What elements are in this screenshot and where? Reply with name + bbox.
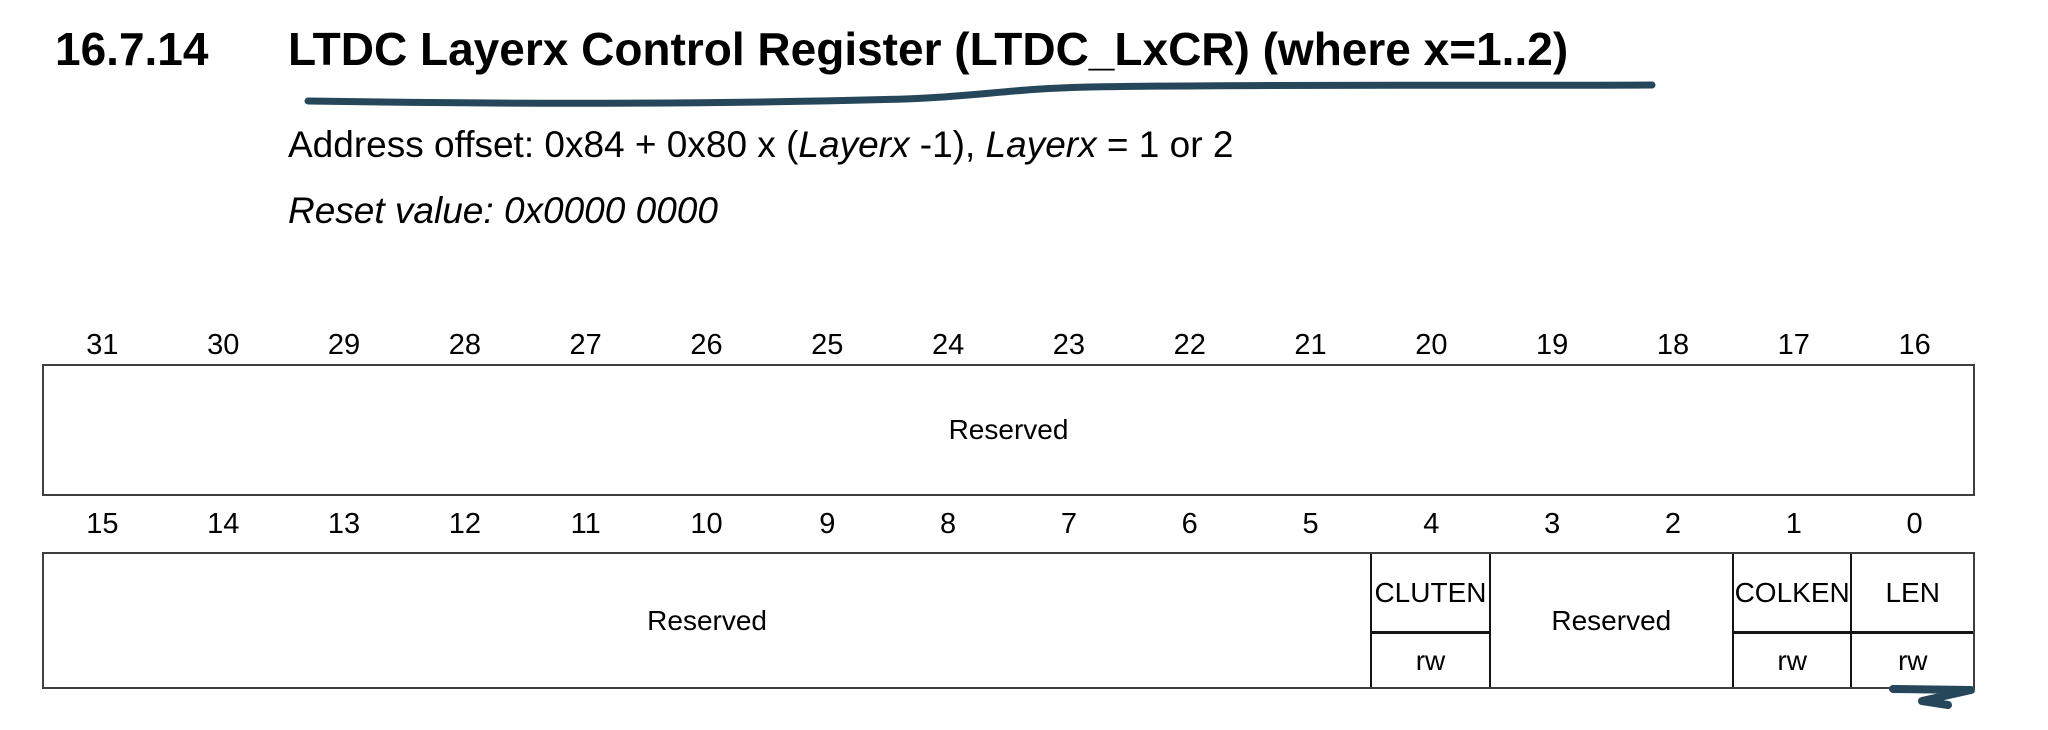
bit-number: 26 bbox=[690, 328, 723, 361]
corner-squiggle-stroke bbox=[1889, 685, 1975, 709]
register-high-box: Reserved bbox=[42, 364, 1975, 496]
field-len-access: rw bbox=[1897, 644, 1928, 676]
section-number: 16.7.14 bbox=[55, 23, 209, 75]
address-offset-italic-layerx-2: Layerx bbox=[985, 124, 1097, 165]
bit-number: 29 bbox=[327, 328, 361, 361]
field-len: LEN bbox=[1852, 554, 1973, 634]
address-offset-italic-layerx-1: Layerx bbox=[798, 124, 910, 165]
bit-number: 7 bbox=[1060, 507, 1077, 540]
reset-value-line: Reset value: 0x0000 0000 bbox=[288, 190, 718, 231]
field-colken: COLKEN bbox=[1731, 554, 1853, 634]
register-diagram: 31 30 29 28 27 26 25 24 23 22 21 20 19 1… bbox=[42, 326, 1975, 689]
bit-number: 13 bbox=[327, 507, 361, 540]
field-reserved-31-16: Reserved bbox=[948, 414, 1069, 445]
field-reserved-3-2: Reserved bbox=[1551, 604, 1672, 636]
bit-number: 2 bbox=[1664, 507, 1682, 540]
bit-number: 0 bbox=[1906, 507, 1923, 540]
bit-number: 11 bbox=[570, 507, 601, 540]
field-cluten: CLUTEN bbox=[1370, 554, 1491, 634]
bit-number: 24 bbox=[931, 328, 965, 361]
bit-number: 12 bbox=[448, 507, 481, 540]
bit-number: 4 bbox=[1423, 507, 1440, 540]
address-offset-text-middle: -1), bbox=[909, 124, 986, 165]
bit-number: 19 bbox=[1536, 328, 1569, 361]
bit-number: 14 bbox=[207, 507, 240, 540]
bit-number: 25 bbox=[811, 328, 844, 361]
bit-number: 10 bbox=[690, 507, 723, 540]
bit-number: 20 bbox=[1415, 328, 1448, 361]
bit-number: 3 bbox=[1544, 507, 1561, 540]
bit-number: 22 bbox=[1173, 328, 1206, 361]
title-underline-stroke bbox=[304, 81, 1656, 107]
bit-number: 15 bbox=[86, 507, 119, 540]
address-offset-text: Address offset: 0x84 + 0x80 x ( bbox=[288, 124, 799, 165]
bit-number: 8 bbox=[940, 507, 957, 540]
address-offset-text-after: = 1 or 2 bbox=[1096, 124, 1234, 165]
field-colken-access: rw bbox=[1731, 634, 1853, 687]
bit-number: 17 bbox=[1777, 328, 1810, 361]
bit-number: 27 bbox=[569, 328, 602, 361]
bit-number: 30 bbox=[207, 328, 240, 361]
bit-number: 1 bbox=[1785, 507, 1802, 540]
bit-number: 31 bbox=[86, 328, 119, 361]
bit-number: 6 bbox=[1181, 507, 1198, 540]
field-reserved-15-5: Reserved bbox=[647, 604, 768, 636]
bit-number: 21 bbox=[1294, 328, 1327, 361]
bit-number: 5 bbox=[1302, 507, 1319, 540]
bit-number-row-high: 31 30 29 28 27 26 25 24 23 22 21 20 19 1… bbox=[42, 326, 1975, 364]
field-cluten-access: rw bbox=[1370, 634, 1491, 687]
page-title: LTDC Layerx Control Register (LTDC_LxCR)… bbox=[288, 23, 1569, 75]
register-low-box: Reserved CLUTEN rw Reserved COLKEN rw LE… bbox=[42, 552, 1975, 689]
bit-number-row-low: 15 14 13 12 11 10 9 8 7 6 5 4 3 2 1 0 bbox=[42, 496, 1975, 552]
bit-number: 16 bbox=[1898, 328, 1931, 361]
bit-number: 18 bbox=[1656, 328, 1690, 361]
bit-number: 23 bbox=[1052, 328, 1086, 361]
address-offset-line: Address offset: 0x84 + 0x80 x (Layerx -1… bbox=[288, 124, 1233, 166]
bit-number: 28 bbox=[448, 328, 481, 361]
bit-number: 9 bbox=[819, 507, 836, 540]
